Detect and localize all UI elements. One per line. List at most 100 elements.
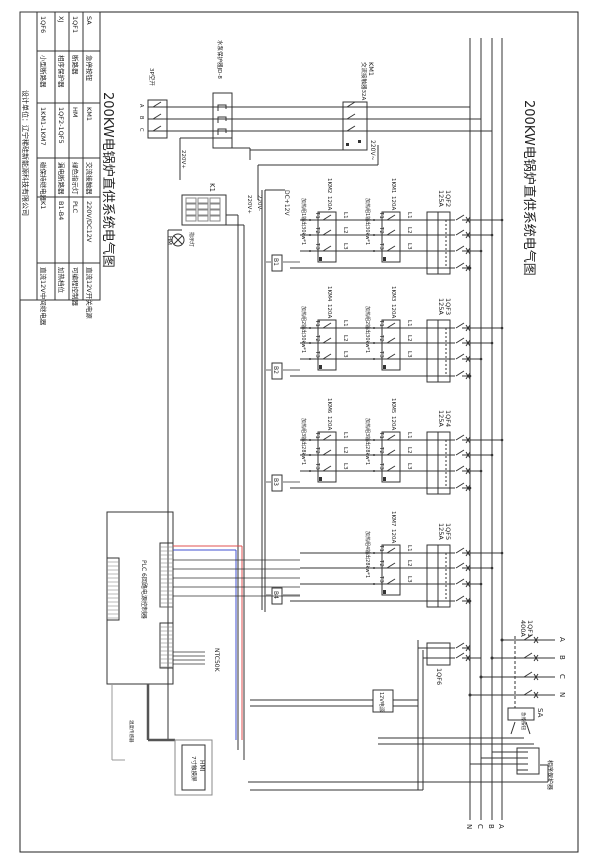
title-block-cell: 直流12V开关电源 (85, 267, 94, 319)
main-breaker-rating: 400A (519, 620, 527, 637)
load-terminal-dot (373, 327, 375, 329)
load-terminal-dot (373, 250, 375, 252)
km1-voltage-label: 220V~ (369, 140, 376, 161)
title-block-cell: HM (71, 107, 79, 118)
breaker-rating: 125A (437, 523, 445, 540)
main-breaker-contact-icon (523, 634, 539, 644)
indicator-lamp-icon (171, 233, 185, 247)
bus-label: C (476, 824, 484, 829)
relay-terminal (209, 203, 221, 210)
title-block-cell: KM1 (85, 107, 93, 121)
terminal-l-label: L1 (406, 212, 412, 219)
breaker-contact-icon (455, 595, 471, 605)
contact-icon (386, 229, 396, 236)
breaker-contact-icon (455, 652, 471, 662)
contact-icon (386, 245, 396, 252)
km1-desc: 交流接触器32A (360, 62, 368, 100)
terminal-l-label: L1 (406, 432, 412, 439)
breaker-contact-icon (455, 337, 471, 347)
terminal-l-label: L3 (406, 463, 412, 470)
terminal-t-label: T3 (378, 350, 384, 358)
magnetic-relay-box (381, 431, 401, 483)
load-terminal-dot (309, 219, 311, 221)
breaker-id: 1QF4 (444, 410, 452, 427)
heating-step-label: B4 (272, 591, 279, 599)
terminal-t-label: T1 (378, 211, 384, 219)
breaker-contact-icon (455, 322, 471, 332)
load-terminal-dot (309, 327, 311, 329)
load-terminal-dot (309, 250, 311, 252)
coil-terminal-icon (383, 257, 386, 261)
breaker-contact-icon (455, 642, 471, 652)
contact-icon (386, 562, 396, 569)
junction-dot (490, 566, 494, 570)
relay-id: 1KM1 (390, 178, 396, 193)
junction-dot (479, 469, 483, 473)
phase-relay-label: 相序保护器 (546, 760, 554, 790)
terminal-t-label: T3 (314, 350, 320, 358)
load-terminal-dot (373, 470, 375, 472)
terminal-l-label: L2 (342, 447, 348, 454)
terminal-t-label: T1 (378, 319, 384, 327)
terminal-l-label: L1 (342, 432, 348, 439)
magnetic-relay-box (317, 319, 337, 371)
heater-load-label: 加热组3输出28kw*1 (364, 418, 371, 465)
breaker-contact-icon (455, 245, 471, 255)
terminal-l-label: L1 (406, 320, 412, 327)
terminal-l-label: L2 (342, 227, 348, 234)
coil-terminal-icon (346, 143, 349, 146)
terminal-t-label: T1 (314, 211, 320, 219)
emergency-stop-box (507, 707, 535, 721)
contact-icon (346, 113, 356, 120)
breaker-contact-icon (455, 547, 471, 557)
contact-icon (152, 113, 162, 120)
title-block-cell: 可编程控制器 (71, 267, 80, 307)
junction-dot (500, 218, 504, 222)
terminal-t-label: T3 (314, 242, 320, 250)
terminal-t-label: T2 (314, 334, 320, 342)
junction-dot (490, 233, 494, 237)
magnetic-relay-box (317, 211, 337, 263)
lamp-cross-icon (173, 235, 183, 245)
contact-icon (346, 125, 356, 132)
title-block-cell: XJ (57, 16, 65, 22)
breaker-id: 1QF2 (444, 190, 452, 207)
heating-step-label: B3 (272, 478, 279, 486)
overload-element-icon (217, 104, 227, 111)
junction-dot (479, 357, 483, 361)
title-block-cell: 小型断路器 (39, 55, 48, 88)
load-terminal-dot (373, 439, 375, 441)
breaker-rating: 125A (437, 190, 445, 207)
contact-icon (322, 465, 332, 472)
junction-dot (468, 374, 472, 378)
terminal-l-label: L2 (406, 227, 412, 234)
heating-step-box (271, 254, 283, 272)
junction-dot (479, 249, 483, 253)
trunk-220v-plus: 220V+ (246, 195, 252, 214)
relay-rating: 120A (390, 196, 396, 210)
terminal-l-label: L3 (342, 243, 348, 250)
emergency-stop-contact-icon (510, 721, 531, 735)
terminal-t-label: T3 (314, 462, 320, 470)
breaker-rating: 125A (437, 410, 445, 427)
bus-label: N (465, 824, 473, 829)
load-terminal-dot (373, 234, 375, 236)
relay-terminal (209, 215, 221, 222)
title-block-cell: 1KM1-1KM7 (39, 107, 47, 146)
phase-label: B (138, 116, 144, 120)
main-breaker-contact-icon (523, 689, 539, 699)
terminal-t-label: T1 (378, 544, 384, 552)
contact-icon (322, 337, 332, 344)
terminal-t-label: T1 (314, 319, 320, 327)
title-block-cell: 断路器 (71, 55, 80, 75)
breaker-contact-icon (455, 434, 471, 444)
relay-id: 1KM7 (390, 511, 396, 527)
contact-icon (152, 101, 162, 108)
breaker-contact-icon (455, 562, 471, 572)
relay-terminal (185, 197, 197, 204)
heater-load-label: 加热组1输出30kw*1 (364, 198, 371, 245)
coil-terminal-icon (319, 477, 322, 481)
lamp-id: HM (166, 236, 172, 245)
control-220v-plus: 220V+ (180, 150, 186, 169)
title-block-cell: K1 (39, 201, 47, 209)
